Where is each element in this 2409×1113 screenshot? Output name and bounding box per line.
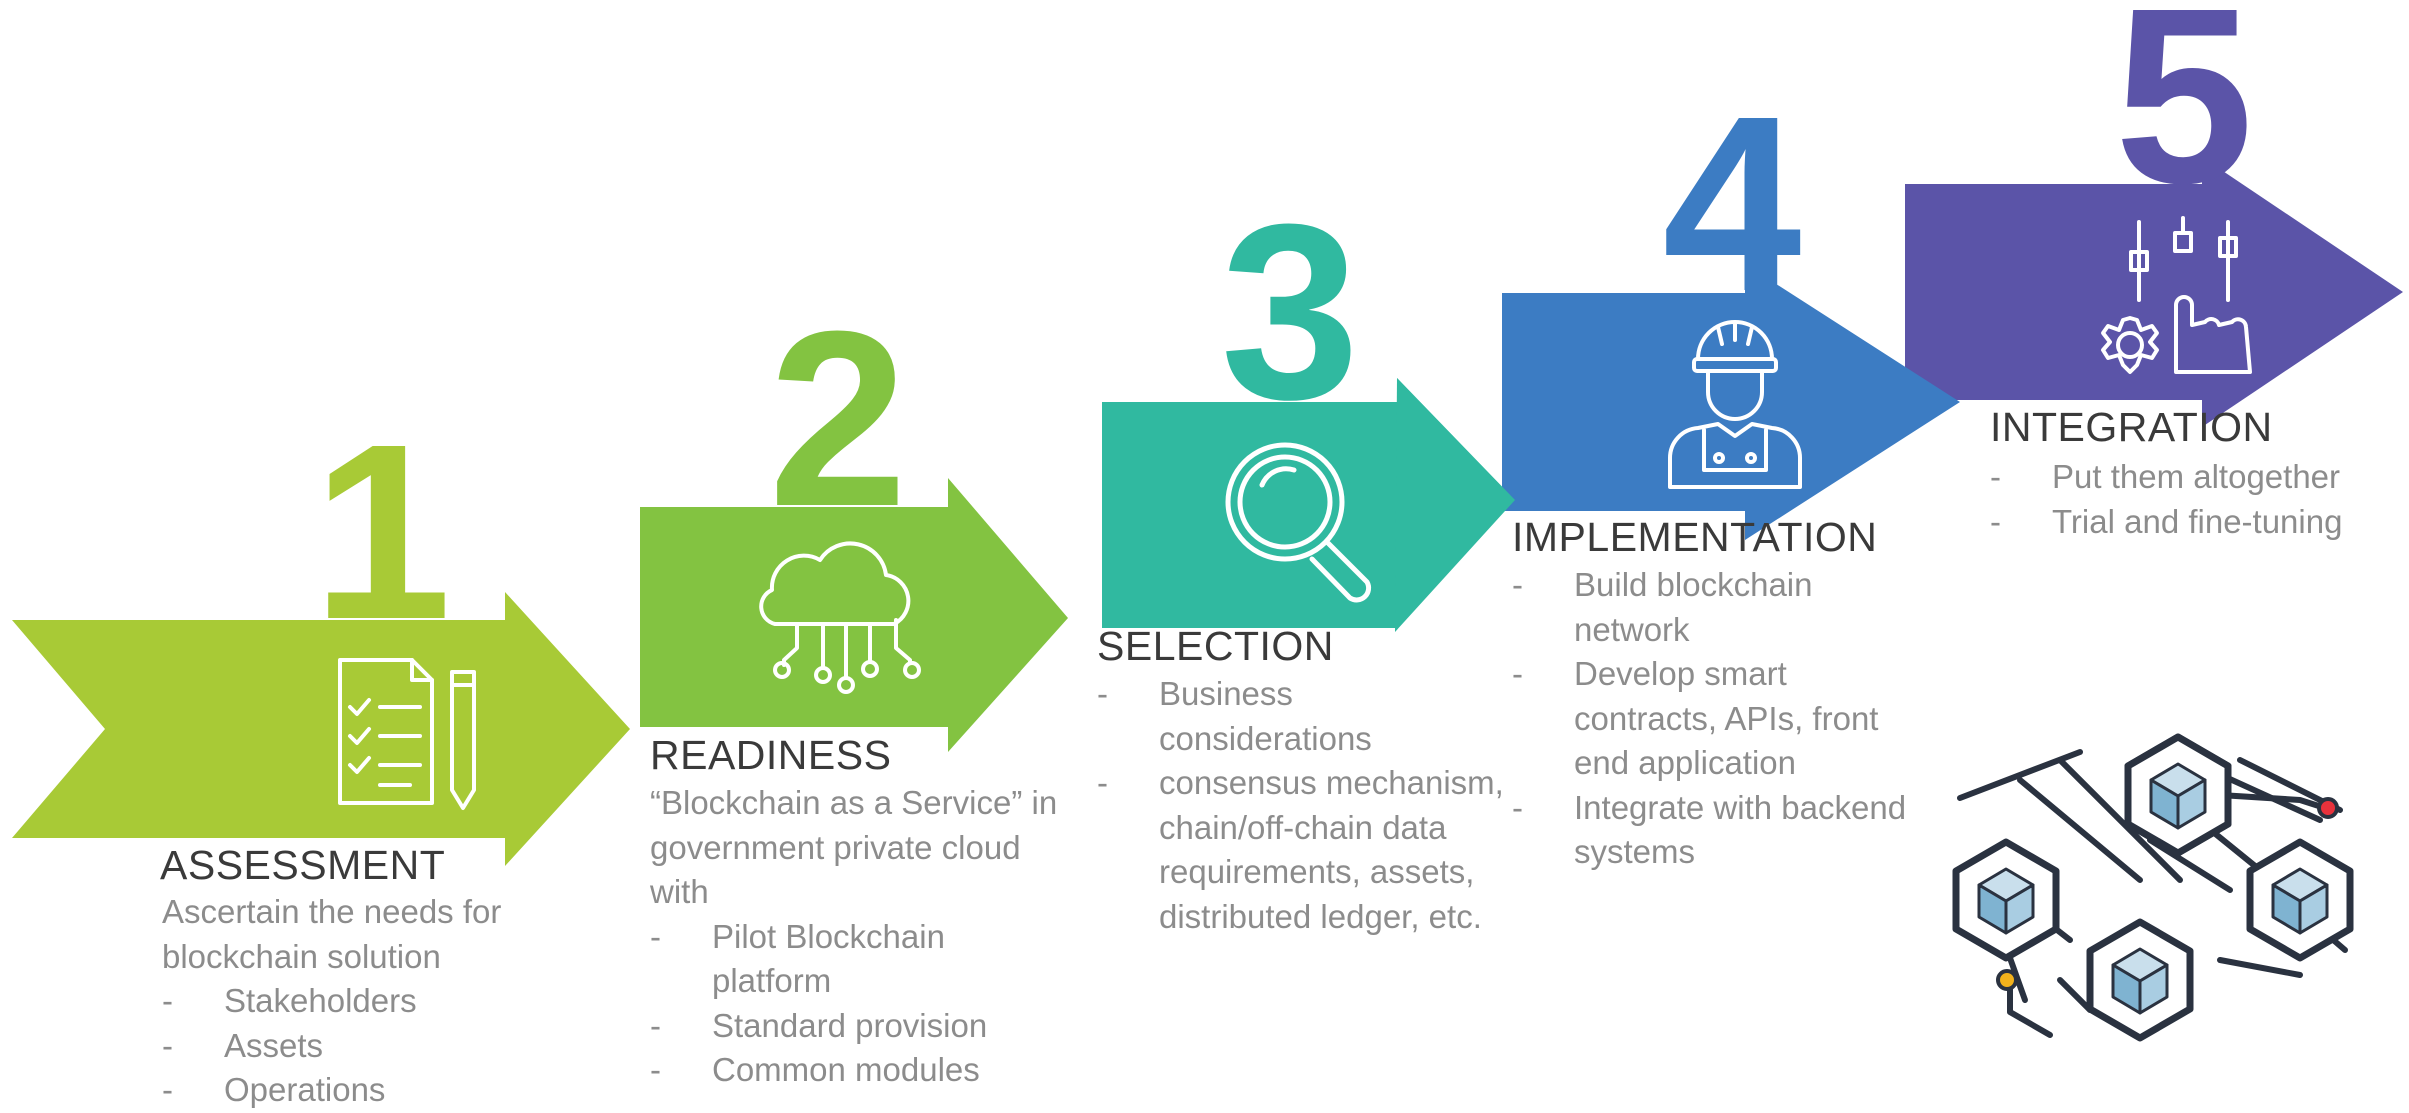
list-item: -Integrate with backend systems [1512,788,1907,871]
list-item: -Business considerations [1097,675,1372,757]
step-1-arrow [12,592,630,866]
step-5-arrow [1795,157,2403,427]
list-item: -Operations [162,1071,386,1108]
step-3-title: SELECTION [1097,623,1334,669]
cloud-network-icon [759,541,921,694]
list-item: -Develop smart contracts, APIs, front en… [1512,655,1879,781]
checklist-document-icon [338,658,476,810]
step-2-intro: “Blockchain as a Service” in government … [650,784,1058,910]
list-item: -Stakeholders [162,982,417,1019]
gear-touch-control-icon [2101,216,2252,374]
step-3-number: 3 [1220,172,1359,451]
step-2-number: 2 [768,279,907,558]
step-1-body: Ascertain the needs for blockchain solut… [162,890,562,1113]
list-item: -Trial and fine-tuning [1990,502,2343,540]
list-item: -Standard provision [650,1006,988,1044]
list-item: -Put them altogether [1990,458,2341,495]
step-1-title: ASSESSMENT [160,842,446,888]
step-1-intro: Ascertain the needs for blockchain solut… [162,893,502,975]
blockchain-cubes-illustration-icon [1952,733,2354,1042]
step-5-number: 5 [2114,0,2253,235]
step-5-body: -Put them altogether -Trial and fine-tun… [1990,455,2400,544]
list-item: -Assets [162,1026,324,1064]
step-4-title: IMPLEMENTATION [1512,514,1878,560]
engineer-worker-icon [1667,320,1803,489]
magnifier-icon [1225,442,1372,603]
list-item: -consensus mechanism, chain/off-chain da… [1097,764,1504,935]
step-2-body: “Blockchain as a Service” in government … [650,781,1060,1093]
step-1-number: 1 [312,392,451,671]
step-4-body: -Build blockchain network -Develop smart… [1512,563,1912,875]
list-item: -Build blockchain network [1512,566,1813,648]
step-4-number: 4 [1662,64,1801,343]
list-item: -Pilot Blockchain platform [650,917,945,1000]
step-3-arrow [905,378,1510,628]
list-item: -Common modules [650,1051,980,1088]
step-3-body: -Business considerations -consensus mech… [1097,672,1507,939]
step-4-arrow [1350,264,1960,540]
step-5-title: INTEGRATION [1990,404,2273,450]
step-2-title: READINESS [650,732,892,778]
